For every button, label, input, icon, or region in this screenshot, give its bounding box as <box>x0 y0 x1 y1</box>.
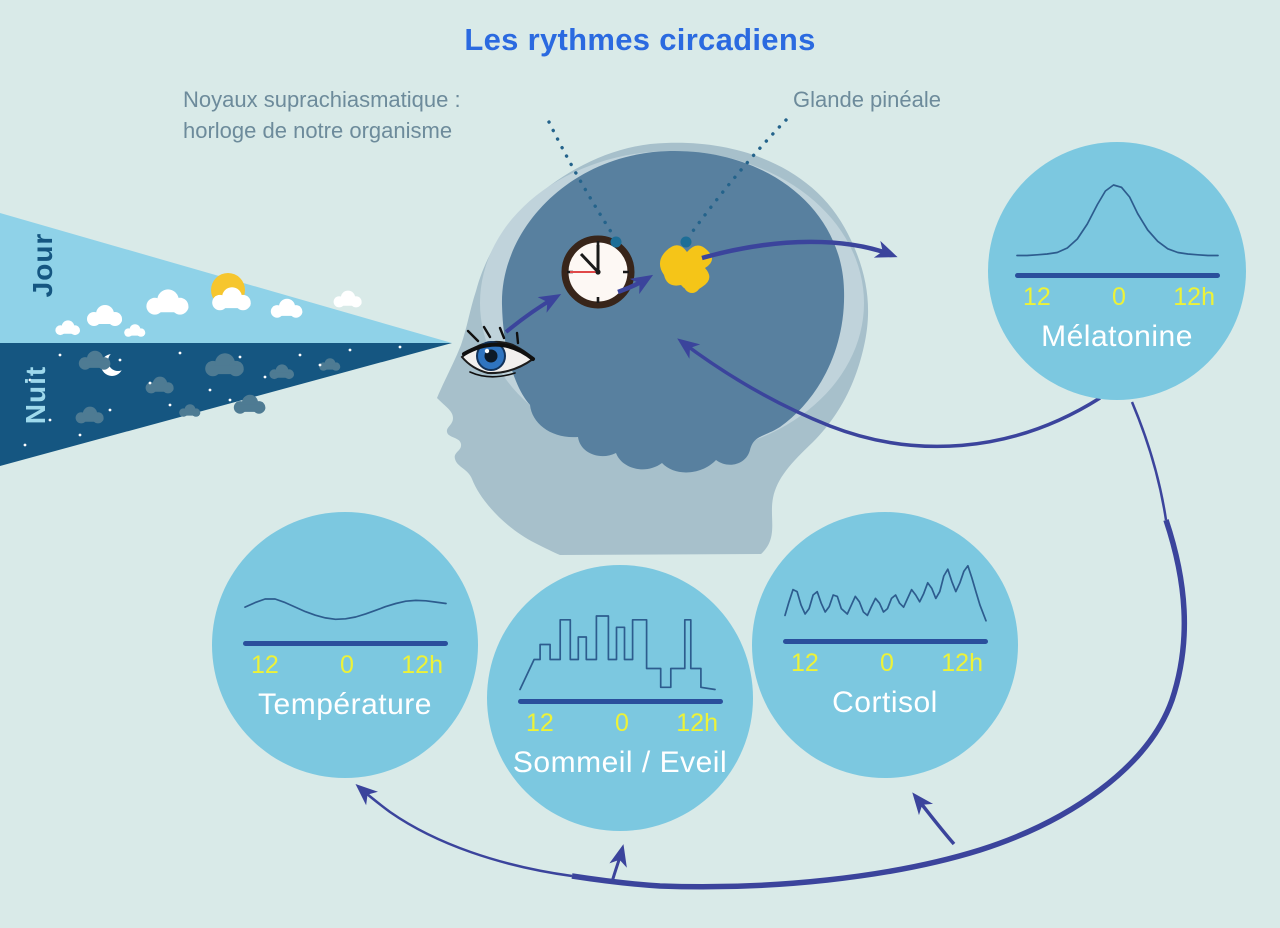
cortisol-ticks: 12 0 12h <box>785 649 985 678</box>
melatonine-axis <box>1014 273 1220 278</box>
page-title: Les rythmes circadiens <box>464 22 816 57</box>
arrow-pineal-to-melatonine <box>701 239 898 261</box>
stars <box>23 345 402 447</box>
cortisol-curve <box>783 564 987 622</box>
bubble-temperature: 12 0 12h Température <box>212 512 478 778</box>
star-icon <box>178 351 182 355</box>
star-icon <box>298 353 302 357</box>
star-icon <box>28 378 32 382</box>
star-icon <box>398 345 402 349</box>
star-icon <box>208 388 212 392</box>
sommeil-ticks: 12 0 12h <box>520 709 720 738</box>
cloud-icon <box>146 289 189 315</box>
sommeil-label: Sommeil / Eveil <box>512 746 728 779</box>
arrow-to-cortisol <box>912 792 956 846</box>
pineal-gland-icon <box>659 245 713 293</box>
star-icon <box>318 363 322 367</box>
sommeil-curve <box>518 615 716 691</box>
star-icon <box>108 408 112 412</box>
tick-12h: 12h <box>1173 283 1215 311</box>
leader-line-pineal <box>688 118 788 237</box>
cloud-icon <box>78 350 111 370</box>
cloud-icon <box>270 298 303 318</box>
tick-12: 12 <box>251 651 279 679</box>
tick-12h: 12h <box>941 649 983 677</box>
star-icon <box>148 381 152 385</box>
day-label: Jour <box>27 233 58 298</box>
bubble-melatonine: 12 0 12h Mélatonine <box>988 142 1246 400</box>
star-icon <box>238 355 242 359</box>
star-icon <box>58 353 62 357</box>
cloud-icon <box>87 305 122 326</box>
scn-dot <box>610 236 622 248</box>
sommeil-axis <box>517 699 723 704</box>
star-icon <box>228 398 232 402</box>
temperature-curve <box>243 598 447 621</box>
temperature-label: Température <box>258 688 432 721</box>
cloud-icon <box>145 376 174 394</box>
temperature-axis <box>242 641 448 646</box>
cloud-icon <box>233 394 266 414</box>
cortisol-axis <box>782 639 988 644</box>
tick-12h: 12h <box>401 651 443 679</box>
tick-0: 0 <box>615 709 629 737</box>
star-icon <box>78 433 82 437</box>
tick-12: 12 <box>791 649 819 677</box>
cloud-icon <box>269 364 294 380</box>
temperature-ticks: 12 0 12h <box>245 651 445 680</box>
tick-0: 0 <box>1112 283 1126 311</box>
tick-0: 0 <box>340 651 354 679</box>
day-clouds <box>55 287 362 337</box>
scn-annotation-line2: horloge de notre organisme <box>183 118 453 143</box>
star-icon <box>48 418 52 422</box>
cloud-icon <box>333 290 362 308</box>
scn-annotation: Noyaux suprachiasmatique : horloge de no… <box>183 84 461 146</box>
star-icon <box>168 403 172 407</box>
eye-icon <box>460 325 535 378</box>
star-icon <box>23 443 27 447</box>
bubble-cortisol: 12 0 12h Cortisol <box>752 512 1018 778</box>
feedback-curve-start <box>1130 401 1168 521</box>
melatonine-label: Mélatonine <box>1041 320 1193 353</box>
cloud-icon <box>55 320 80 336</box>
arrow-to-temperature <box>355 784 573 878</box>
star-icon <box>118 358 122 362</box>
arrow-to-sommeil <box>609 844 627 883</box>
cloud-icon <box>179 404 201 417</box>
melatonine-curve <box>1015 184 1219 257</box>
cloud-icon <box>75 406 104 424</box>
feedback-curve-main <box>571 519 1188 890</box>
pineal-annotation: Glande pinéale <box>793 87 942 112</box>
night-label: Nuit <box>20 366 51 424</box>
cloud-icon <box>124 324 146 337</box>
tick-12: 12 <box>1023 283 1051 311</box>
star-icon <box>348 348 352 352</box>
tick-12: 12 <box>526 709 554 737</box>
tick-0: 0 <box>880 649 894 677</box>
arrow-melatonine-to-brain <box>677 338 1101 449</box>
day-night-wedge: Jour Nuit <box>0 213 452 466</box>
bubble-sommeil: 12 0 12h Sommeil / Eveil <box>487 565 753 831</box>
arrow-eye-to-clock <box>504 294 562 334</box>
clock-icon <box>561 235 635 309</box>
tick-12h: 12h <box>676 709 718 737</box>
cortisol-label: Cortisol <box>832 686 938 719</box>
cloud-icon <box>212 287 251 311</box>
leader-line-scn <box>547 120 615 237</box>
arrow-clock-to-pineal <box>617 274 654 295</box>
melatonine-ticks: 12 0 12h <box>1017 283 1217 312</box>
scn-annotation-line1: Noyaux suprachiasmatique : <box>183 87 461 112</box>
star-icon <box>263 375 267 379</box>
pineal-dot <box>680 236 692 248</box>
cloud-icon <box>205 353 244 377</box>
